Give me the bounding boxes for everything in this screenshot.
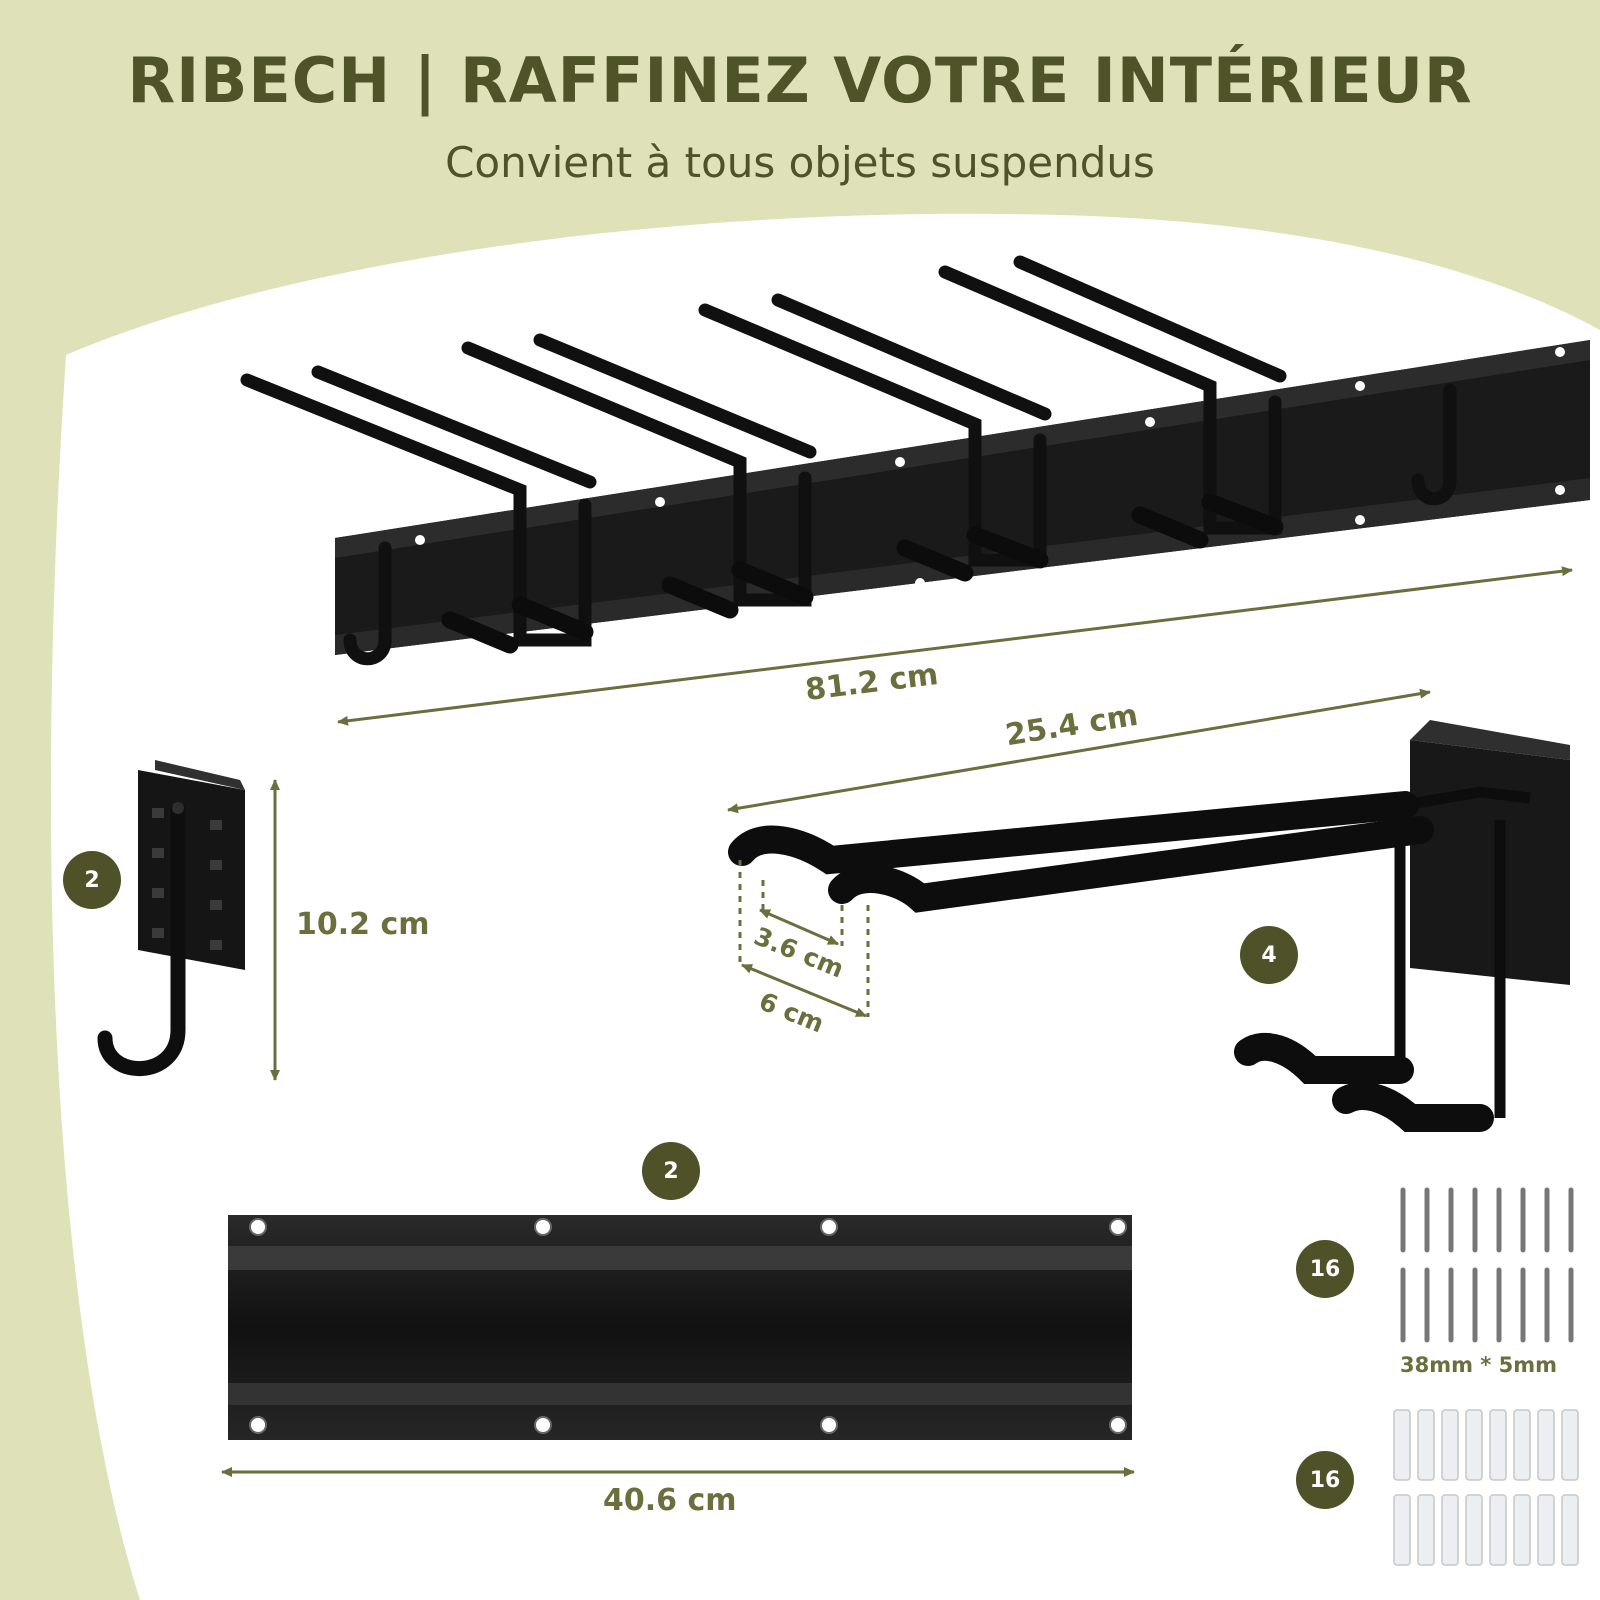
screw-size-label: 38mm * 5mm [1400,1353,1557,1377]
anchors-qty-badge: 16 [1296,1451,1354,1509]
screws [1400,1187,1574,1343]
double-hook [728,720,1570,1132]
small-hook-qty-badge: 2 [63,851,121,909]
rail-qty-badge: 2 [642,1142,700,1200]
rail-length-label: 40.6 cm [603,1483,737,1518]
rail [228,1215,1132,1440]
wall-anchors [1393,1409,1579,1566]
small-hook-height-label: 10.2 cm [296,907,430,942]
dimension-lines [221,566,1573,1477]
double-hook-qty-badge: 4 [1240,926,1298,984]
page-title: RIBECH | RAFFINEZ VOTRE INTÉRIEUR [127,44,1473,117]
screws-qty-badge: 16 [1296,1240,1354,1298]
small-hook [97,760,245,1077]
page-subtitle: Convient à tous objets suspendus [445,138,1155,187]
